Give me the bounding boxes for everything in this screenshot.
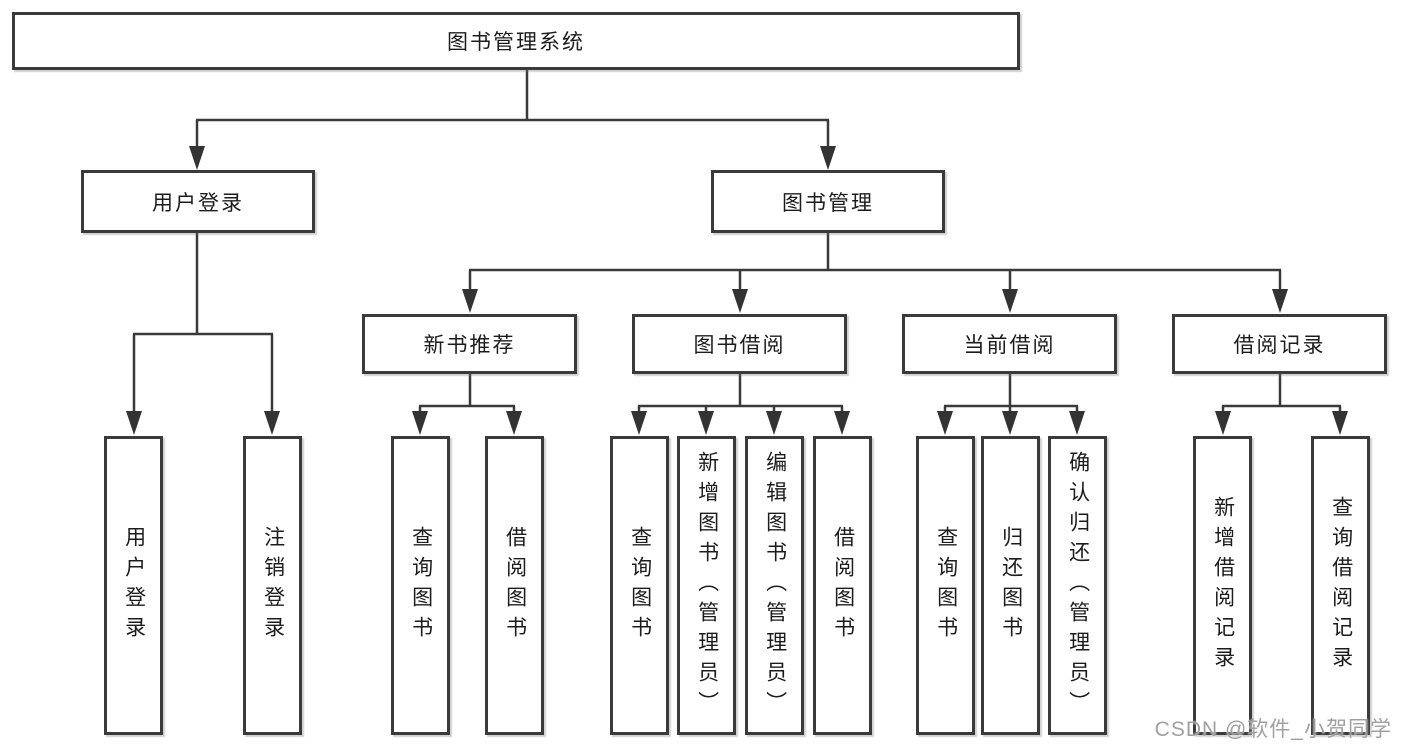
node-label: 借阅记录 [1233, 334, 1326, 357]
node-book-management: 图书管理 [711, 170, 945, 233]
node-edit-books-admin: 编辑图书（管理员） [745, 436, 804, 735]
node-label: 图书管理系统 [447, 31, 585, 54]
node-label: 查询借阅记录 [1329, 495, 1353, 676]
node-return-books: 归还图书 [981, 436, 1040, 735]
node-add-books-admin: 新增图书（管理员） [677, 436, 736, 735]
node-label: 编辑图书（管理员） [763, 450, 787, 721]
node-label: 当前借阅 [963, 334, 1056, 357]
node-label: 图书管理 [782, 191, 874, 215]
node-user-login: 用户登录 [81, 170, 315, 233]
node-label: 新增借阅记录 [1211, 495, 1235, 676]
node-label: 查询图书 [628, 525, 652, 646]
node-current-borrowing: 当前借阅 [902, 314, 1117, 374]
node-new-book-recommendation: 新书推荐 [362, 314, 577, 374]
node-label: 注销登录 [261, 525, 285, 646]
node-label: 新书推荐 [423, 334, 516, 357]
node-query-borrow-record: 查询借阅记录 [1311, 436, 1370, 735]
node-borrow-books-recommend: 借阅图书 [485, 436, 544, 735]
node-confirm-return-admin: 确认归还（管理员） [1048, 436, 1107, 735]
node-label: 查询图书 [934, 525, 958, 646]
node-book-borrowing: 图书借阅 [632, 314, 847, 374]
node-add-borrow-record: 新增借阅记录 [1193, 436, 1252, 735]
node-label: 用户登录 [122, 525, 146, 646]
node-label: 归还图书 [999, 525, 1023, 646]
node-label: 借阅图书 [503, 525, 527, 646]
node-query-books-current: 查询图书 [916, 436, 975, 735]
node-user-login-leaf: 用户登录 [104, 436, 163, 735]
node-label: 查询图书 [409, 525, 433, 646]
node-query-books-borrow: 查询图书 [610, 436, 669, 735]
watermark: CSDN @软件_小贺同学 [1154, 718, 1392, 741]
node-label: 新增图书（管理员） [695, 450, 719, 721]
node-borrow-books: 借阅图书 [813, 436, 872, 735]
node-label: 用户登录 [152, 191, 244, 215]
node-label: 图书借阅 [693, 334, 786, 357]
node-label: 借阅图书 [831, 525, 855, 646]
node-library-management-system: 图书管理系统 [12, 12, 1020, 70]
node-borrowing-records: 借阅记录 [1172, 314, 1387, 374]
node-logout: 注销登录 [243, 436, 302, 735]
node-label: 确认归还（管理员） [1066, 450, 1090, 721]
node-query-books-recommend: 查询图书 [391, 436, 450, 735]
